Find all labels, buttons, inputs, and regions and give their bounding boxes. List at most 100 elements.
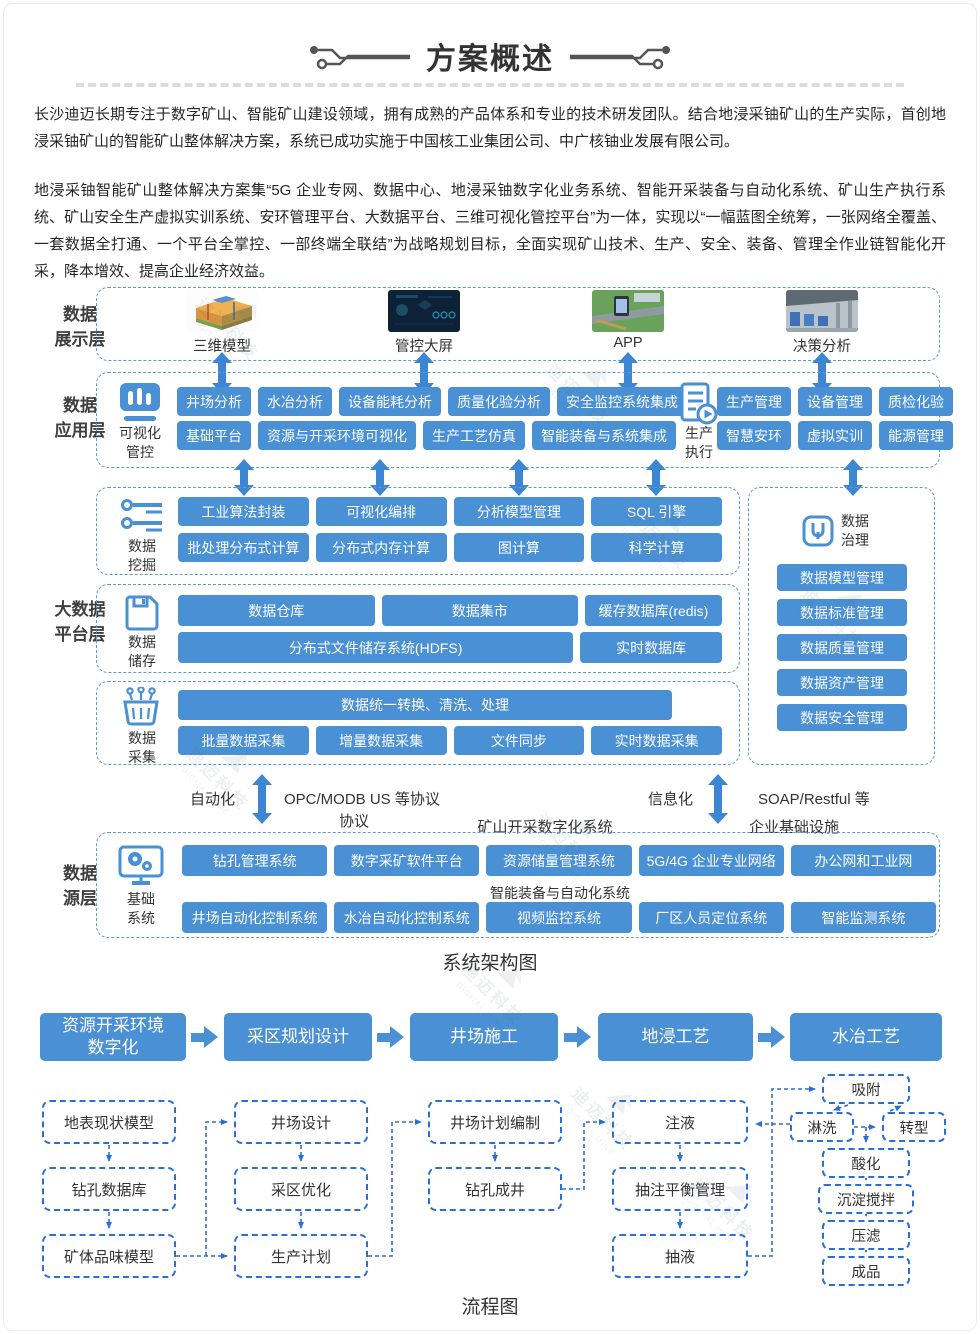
- visual-control-label: 可视化 管控: [119, 425, 161, 460]
- soap-protocol-label: SOAP/Restful 等: [758, 791, 870, 808]
- title-decoration-left: [310, 46, 410, 70]
- updown-arrow-icon: [708, 774, 728, 824]
- flow-node: 注液: [612, 1100, 748, 1144]
- display-item-3d-model: 三维模型: [177, 290, 267, 356]
- automation-label: 自动化: [190, 791, 236, 808]
- production-execution-label: 生产 执行: [685, 425, 713, 460]
- flow-node: 井场设计: [234, 1100, 368, 1144]
- smart-equipment-system-label: 智能装备与自动化系统: [490, 885, 630, 901]
- diagram-chip: 实时数据采集: [591, 726, 722, 755]
- diagram-chip: 缓存数据库(redis): [585, 595, 722, 626]
- flow-node: 井场计划编制: [428, 1100, 562, 1144]
- diagram-chip: 数据仓库: [178, 595, 375, 626]
- diagram-chip: 文件同步: [453, 726, 585, 755]
- mining-row-2: 批处理分布式计算 分布式内存计算 图计算 科学计算: [178, 533, 722, 562]
- decision-analysis-image: [786, 290, 858, 332]
- intro-paragraph-2: 地浸采铀智能矿山整体解决方案集“5G 企业专网、数据中心、地浸采铀数字化业务系统…: [34, 182, 946, 280]
- diagram-chip: 设备能耗分析: [339, 387, 441, 416]
- header-divider: [76, 83, 904, 87]
- flow-node: 地表现状模型: [42, 1100, 176, 1144]
- updown-arrow-icon: [509, 459, 529, 496]
- updown-arrow-icon: [234, 459, 254, 496]
- diagram-chip: 基础平台: [177, 421, 251, 450]
- prod-row-2: 智慧安环 虚拟实训 能源管理: [717, 421, 953, 450]
- intro-paragraph-1: 长沙迪迈长期专注于数字矿山、智能矿山建设领域，拥有成熟的产品体系和专业的技术研发…: [34, 106, 946, 150]
- diagram-chip: 能源管理: [879, 421, 953, 450]
- architecture-caption: 系统架构图: [442, 953, 538, 974]
- updown-arrow-icon: [252, 774, 272, 824]
- app-image: [592, 290, 664, 332]
- diagram-chip: 视频监控系统: [486, 902, 632, 933]
- data-storage-icon: [125, 595, 159, 631]
- display-item-label: 管控大屏: [395, 339, 453, 355]
- data-mining-box: [96, 487, 740, 575]
- diagram-chip: 水冶自动化控制系统: [334, 902, 480, 933]
- page-title: 方案概述: [426, 43, 554, 76]
- production-execution-icon: [680, 382, 718, 425]
- title-decoration-right: [570, 46, 670, 70]
- flow-node: 采区优化: [234, 1167, 368, 1211]
- diagram-chip: 可视化编排: [315, 497, 447, 526]
- source-row-1: 钻孔管理系统 数字采矿软件平台 资源储量管理系统 5G/4G 企业专业网络 办公…: [182, 845, 937, 876]
- diagram-chip: 增量数据采集: [315, 726, 447, 755]
- collect-row-1: 数据统一转换、清洗、处理: [178, 690, 672, 720]
- flow-stage: 井场施工: [410, 1013, 558, 1061]
- protocol-label-line2: 协议: [338, 813, 369, 830]
- flow-node: 酸化: [822, 1148, 910, 1178]
- diagram-chip: 数据安全管理: [777, 704, 907, 731]
- data-storage-label: 数据 储存: [128, 634, 156, 669]
- data-mining-label: 数据 挖掘: [128, 538, 156, 573]
- diagram-chip: 智慧安环: [717, 421, 791, 450]
- diagram-chip: 钻孔管理系统: [182, 845, 328, 876]
- diagram-chip: 批量数据采集: [178, 726, 309, 755]
- diagram-chip: 图计算: [453, 533, 585, 562]
- informatization-label: 信息化: [648, 791, 694, 808]
- viz-row-1: 井场分析 水冶分析 设备能耗分析 质量化验分析 安全监控系统集成: [177, 387, 687, 416]
- mining-digital-system-label: 矿山开采数字化系统: [477, 819, 613, 836]
- diagram-chip: 质量化验分析: [448, 387, 550, 416]
- flow-node: 抽液: [612, 1234, 748, 1278]
- display-layer-box: [96, 287, 940, 361]
- diagram-chip: 虚拟实训: [798, 421, 872, 450]
- source-row-2: 井场自动化控制系统 水冶自动化控制系统 视频监控系统 厂区人员定位系统 智能监测…: [182, 902, 937, 933]
- display-item-label: 决策分析: [793, 339, 851, 355]
- updown-arrow-icon: [646, 459, 666, 496]
- flow-stage: 采区规划设计: [224, 1013, 372, 1061]
- data-collection-label: 数据 采集: [128, 730, 156, 765]
- display-item-app: APP: [583, 290, 673, 351]
- flow-node: 吸附: [822, 1074, 910, 1104]
- storage-row-1: 数据仓库 数据集市 缓存数据库(redis): [178, 595, 722, 626]
- flow-stage: 资源开采环境 数字化: [40, 1013, 186, 1061]
- viz-row-2: 基础平台 资源与开采环境可视化 生产工艺仿真 智能装备与系统集成: [177, 421, 676, 450]
- right-arrow-icon: [377, 1026, 404, 1048]
- flow-node: 钻孔成井: [428, 1167, 562, 1211]
- flow-node: 淋洗: [790, 1112, 854, 1142]
- data-governance-header: 数据 治理: [802, 512, 869, 550]
- layer-label-source: 数据 源层: [63, 864, 97, 908]
- layer-label-bigdata: 大数据 平台层: [54, 600, 106, 644]
- data-collection-icon: [123, 687, 159, 726]
- layer-label-display: 数据 展示层: [54, 305, 106, 349]
- flow-stage: 水冶工艺: [790, 1013, 942, 1061]
- flow-node: 成品: [822, 1256, 910, 1286]
- diagram-chip: 分析模型管理: [453, 497, 585, 526]
- diagram-chip: 数据统一转换、清洗、处理: [178, 690, 672, 720]
- flow-node: 生产计划: [234, 1234, 368, 1278]
- visual-control-icon: [120, 383, 160, 421]
- diagram-chip: 数据模型管理: [777, 564, 907, 591]
- enterprise-infra-label: 企业基础设施: [748, 819, 839, 836]
- display-item-label: 三维模型: [193, 339, 251, 355]
- prod-row-1: 生产管理 设备管理 质检化验: [717, 387, 953, 416]
- diagram-chip: 办公网和工业网: [790, 845, 937, 876]
- 3d-model-image: [186, 290, 258, 332]
- page-header: 方案概述: [0, 34, 980, 78]
- diagram-chip: 数据资产管理: [777, 669, 907, 696]
- diagram-chip: 生产工艺仿真: [423, 421, 525, 450]
- mining-row-1: 工业算法封装 可视化编排 分析模型管理 SQL 引擎: [178, 497, 722, 526]
- display-item-decision: 决策分析: [777, 290, 867, 356]
- diagram-chip: 资源与开采环境可视化: [258, 421, 416, 450]
- diagram-chip: 生产管理: [717, 387, 791, 416]
- diagram-chip: 实时数据库: [580, 632, 722, 663]
- right-arrow-icon: [758, 1026, 785, 1048]
- flow-node: 转型: [882, 1112, 946, 1142]
